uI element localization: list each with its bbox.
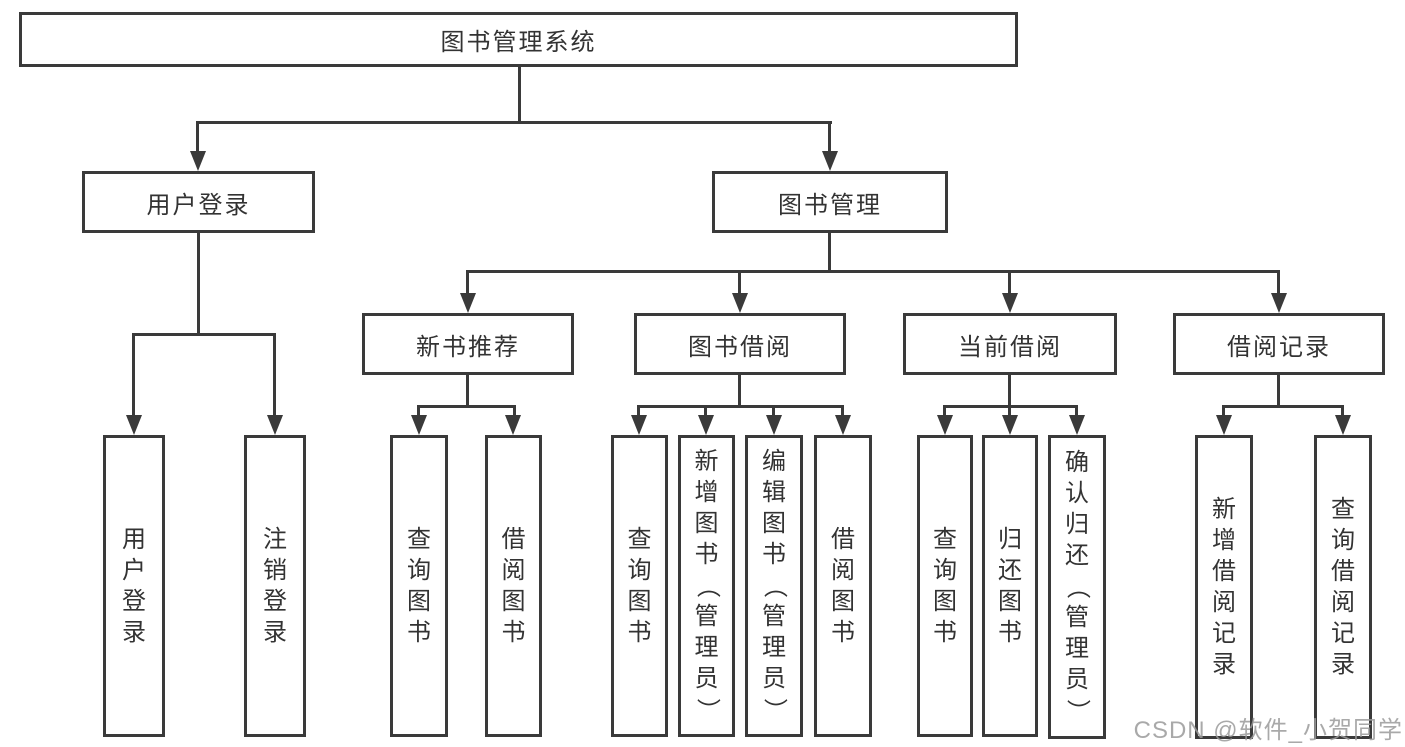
- connector-bb-drop-3: [772, 405, 775, 417]
- leaf-nbr-borrow-books: 借阅图书: [485, 435, 542, 737]
- arrow-down-icon: [505, 415, 521, 435]
- leaf-br-query-record-label: 查询借阅记录: [1331, 495, 1355, 678]
- leaf-bb-query-books: 查询图书: [611, 435, 668, 737]
- node-new-book-recommendation-label: 新书推荐: [416, 333, 520, 361]
- arrow-down-icon: [411, 415, 427, 435]
- connector-br-drop-2: [1341, 405, 1344, 417]
- arrow-down-icon: [822, 151, 838, 171]
- leaf-cb-return-books: 归还图书: [982, 435, 1038, 737]
- connector-cb-drop-3: [1075, 405, 1078, 417]
- leaf-user-login: 用户登录: [103, 435, 165, 737]
- connector-bookmgmt-drop-2: [738, 270, 741, 295]
- connector-nbr-hline: [417, 405, 516, 408]
- arrow-down-icon: [1335, 415, 1351, 435]
- leaf-logout-label: 注销登录: [263, 525, 287, 646]
- connector-cb-drop-2: [1008, 405, 1011, 417]
- connector-root-vline: [518, 67, 521, 123]
- node-borrowing-records: 借阅记录: [1173, 313, 1385, 375]
- leaf-bb-borrow-books-label: 借阅图书: [831, 525, 855, 646]
- leaf-bb-borrow-books: 借阅图书: [814, 435, 872, 737]
- leaf-cb-query-books-label: 查询图书: [933, 525, 957, 646]
- connector-userlogin-vline: [197, 233, 200, 336]
- node-book-management-label: 图书管理: [778, 191, 882, 219]
- connector-bb-hline: [637, 405, 844, 408]
- connector-bookmgmt-hline: [466, 270, 1280, 273]
- connector-userlogin-hline: [132, 333, 276, 336]
- connector-bookmgmt-drop-3: [1008, 270, 1011, 295]
- connector-root-hline: [196, 121, 832, 124]
- node-new-book-recommendation: 新书推荐: [362, 313, 574, 375]
- leaf-br-add-record-label: 新增借阅记录: [1212, 495, 1236, 678]
- node-current-borrowing-label: 当前借阅: [958, 333, 1062, 361]
- leaf-bb-query-books-label: 查询图书: [627, 525, 652, 646]
- arrow-down-icon: [267, 415, 283, 435]
- connector-br-hline: [1222, 405, 1344, 408]
- leaf-logout: 注销登录: [244, 435, 306, 737]
- arrow-down-icon: [631, 415, 647, 435]
- connector-cb-drop-1: [943, 405, 946, 417]
- arrow-down-icon: [190, 151, 206, 171]
- leaf-br-add-record: 新增借阅记录: [1195, 435, 1253, 739]
- connector-bb-vline: [738, 375, 741, 408]
- connector-userlogin-drop-left: [132, 333, 135, 417]
- leaf-bb-add-books-admin: 新增图书（管理员）: [678, 435, 735, 737]
- arrow-down-icon: [698, 415, 714, 435]
- node-root: 图书管理系统: [19, 12, 1018, 67]
- watermark: CSDN @软件_小贺同学: [1133, 717, 1403, 744]
- connector-br-vline: [1277, 375, 1280, 408]
- node-book-borrowing: 图书借阅: [634, 313, 846, 375]
- arrow-down-icon: [732, 293, 748, 313]
- arrow-down-icon: [1069, 415, 1085, 435]
- connector-nbr-vline: [466, 375, 469, 408]
- arrow-down-icon: [937, 415, 953, 435]
- node-root-label: 图书管理系统: [440, 29, 597, 56]
- node-user-login-label: 用户登录: [146, 191, 251, 219]
- leaf-user-login-label: 用户登录: [122, 525, 146, 646]
- connector-userlogin-drop-right: [273, 333, 276, 417]
- node-borrowing-records-label: 借阅记录: [1227, 333, 1331, 361]
- arrow-down-icon: [126, 415, 142, 435]
- node-book-borrowing-label: 图书借阅: [688, 333, 792, 361]
- connector-bb-drop-1: [637, 405, 640, 417]
- arrow-down-icon: [1002, 415, 1018, 435]
- connector-bb-drop-4: [841, 405, 844, 417]
- leaf-nbr-borrow-books-label: 借阅图书: [501, 525, 526, 646]
- leaf-br-query-record: 查询借阅记录: [1314, 435, 1372, 739]
- arrow-down-icon: [460, 293, 476, 313]
- connector-bookmgmt-drop-1: [466, 270, 469, 295]
- leaf-cb-confirm-return-admin: 确认归还（管理员）: [1048, 435, 1106, 739]
- leaf-cb-return-books-label: 归还图书: [998, 525, 1022, 646]
- node-book-management: 图书管理: [712, 171, 948, 233]
- leaf-nbr-query-books: 查询图书: [390, 435, 448, 737]
- connector-root-drop-right: [828, 121, 831, 155]
- connector-br-drop-1: [1222, 405, 1225, 417]
- connector-bb-drop-2: [704, 405, 707, 417]
- connector-root-drop-left: [196, 121, 199, 155]
- arrow-down-icon: [1216, 415, 1232, 435]
- leaf-bb-edit-books-admin: 编辑图书（管理员）: [745, 435, 803, 737]
- leaf-cb-confirm-return-admin-label: 确认归还（管理员）: [1064, 449, 1091, 724]
- node-current-borrowing: 当前借阅: [903, 313, 1117, 375]
- leaf-cb-query-books: 查询图书: [917, 435, 973, 737]
- connector-nbr-drop-2: [513, 405, 516, 417]
- leaf-bb-add-books-admin-label: 新增图书（管理员）: [693, 448, 721, 723]
- arrow-down-icon: [766, 415, 782, 435]
- node-user-login: 用户登录: [82, 171, 315, 233]
- connector-cb-vline: [1008, 375, 1011, 408]
- leaf-bb-edit-books-admin-label: 编辑图书（管理员）: [761, 448, 788, 723]
- connector-bookmgmt-drop-4: [1277, 270, 1280, 295]
- connector-bookmgmt-vline: [828, 233, 831, 273]
- arrow-down-icon: [1271, 293, 1287, 313]
- arrow-down-icon: [1002, 293, 1018, 313]
- connector-nbr-drop-1: [417, 405, 420, 417]
- leaf-nbr-query-books-label: 查询图书: [407, 525, 431, 646]
- arrow-down-icon: [835, 415, 851, 435]
